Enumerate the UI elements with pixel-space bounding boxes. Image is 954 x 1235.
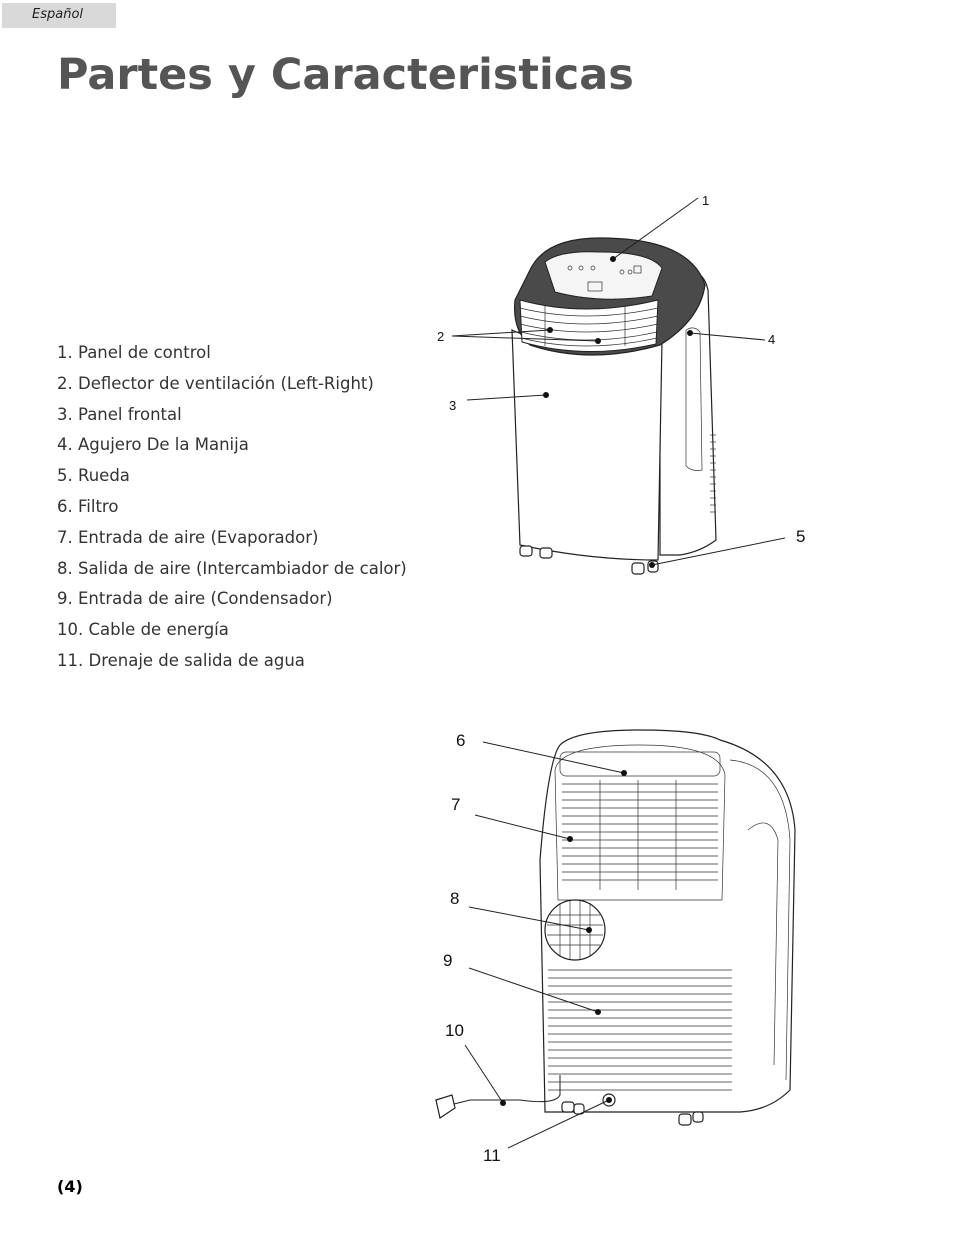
part-item-9: 9. Entrada de aire (Condensador) [57,589,333,609]
handle-hole [685,327,703,471]
back-leader-lines [464,741,627,1149]
control-buttons [567,265,642,275]
part-item-4: 4. Agujero De la Manija [57,435,249,455]
callout-1: 1 [702,193,709,208]
part-item-8: 8. Salida de aire (Intercambiador de cal… [57,558,407,578]
callout-8: 8 [450,889,459,908]
callout-3: 3 [449,398,456,413]
callout-7: 7 [451,795,460,814]
back-view-illustration [435,729,796,1126]
part-item-7: 7. Entrada de aire (Evaporador) [57,527,319,547]
rear-body [539,729,796,1113]
callout-11: 11 [483,1146,501,1165]
part-item-2: 2. Deflector de ventilación (Left-Right) [57,373,374,393]
part-item-1: 1. Panel de control [57,343,211,362]
parts-list: 1. Panel de control 2. Deflector de vent… [57,342,407,681]
exhaust-grid [547,901,603,959]
control-panel [544,251,663,300]
side-vent [710,434,716,513]
condenser-grille [548,969,732,1091]
filter-frame [554,744,726,901]
front-leader-lines [451,197,786,568]
part-item-6: 6. Filtro [57,496,119,516]
part-item-10: 10. Cable de energía [57,620,229,640]
part-item-11: 11. Drenaje de salida de agua [57,650,305,670]
front-view-illustration [511,237,717,575]
callout-9: 9 [443,951,452,970]
callout-4: 4 [768,332,775,347]
language-tab: Español [2,3,116,28]
display-window [587,281,603,292]
callout-10: 10 [445,1021,464,1040]
page-number: (4) [57,1177,83,1196]
handle-outer [729,759,791,1081]
part-item-5: 5. Rueda [57,466,130,486]
page-title: Partes y Caracteristicas [57,50,634,100]
louvers [519,299,659,352]
power-plug [435,1094,456,1119]
filter-top [559,751,721,777]
exhaust-outlet [544,899,606,961]
callout-2: 2 [437,329,444,344]
callout-5: 5 [796,527,805,546]
handle-inner [747,822,779,1066]
front-panel [511,329,663,561]
power-cord [449,1075,561,1106]
evaporator-grille [562,780,718,890]
part-item-3: 3. Panel frontal [57,404,182,424]
callout-6: 6 [456,731,465,750]
